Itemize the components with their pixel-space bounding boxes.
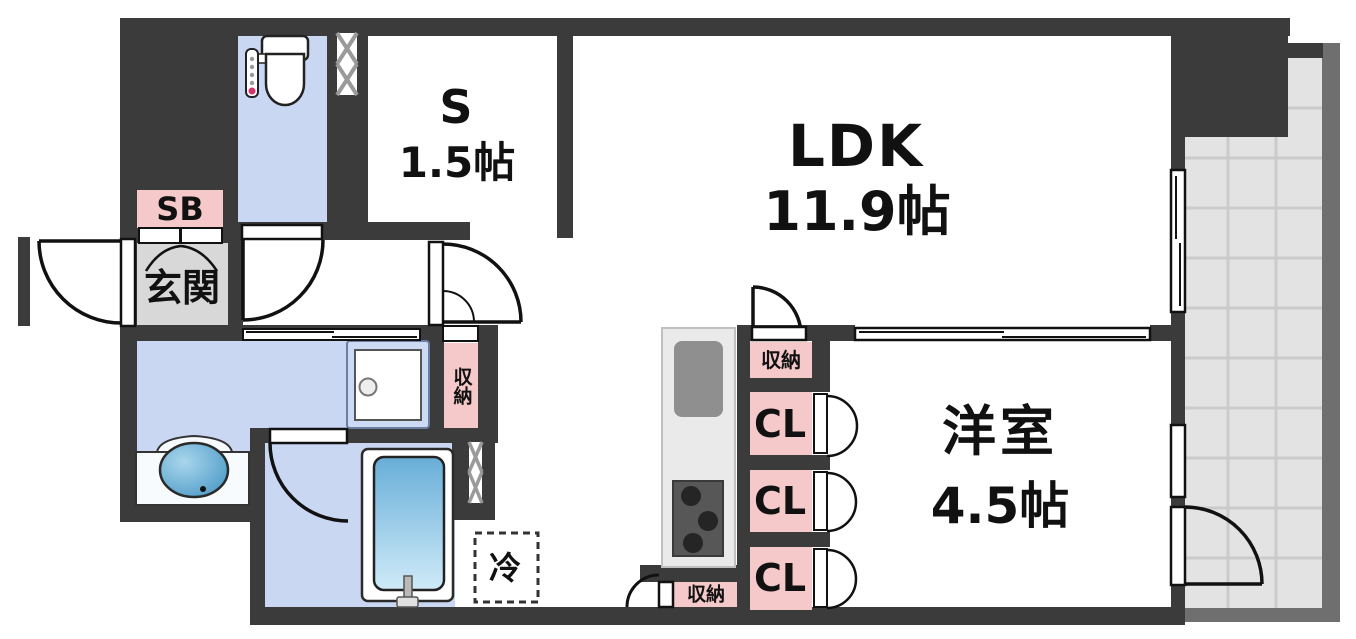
ldk-label: LDK [787, 112, 925, 180]
doors [37, 223, 1264, 610]
closet-3 [750, 547, 812, 610]
closet-1 [750, 392, 812, 455]
sink-basin-icon [135, 434, 250, 506]
storage-kitchen [673, 582, 737, 607]
shoe-box [137, 190, 223, 228]
balcony-door [1169, 505, 1264, 587]
storage-ldk-label: 収納 [761, 348, 801, 372]
washroom-sliding-door [242, 328, 421, 341]
closet-2-folding-doors [813, 471, 858, 533]
western-room-window [1169, 423, 1187, 499]
stove-icon [672, 480, 724, 557]
hall-storage-door [442, 325, 479, 342]
kitchen-counter-icon [661, 327, 736, 568]
storage-hall-label: 収納 [450, 367, 473, 405]
ldk-western-room-sliding-window [853, 326, 1152, 342]
kitchen-storage-door [625, 573, 675, 609]
balcony-railing [1185, 43, 1340, 622]
windows [242, 168, 1187, 499]
storage-ldk [750, 342, 812, 378]
shoe-box-label: SB [156, 190, 204, 228]
storage-kitchen-label: 収納 [686, 583, 726, 606]
storage-boxes [137, 190, 812, 610]
balcony [1185, 43, 1340, 622]
closet-2 [750, 470, 812, 532]
service-room-size: 1.5帖 [398, 138, 516, 187]
ldk-size: 11.9帖 [763, 180, 951, 243]
closet-1-label: CL [753, 402, 807, 446]
entrance-floor [137, 243, 228, 325]
bathtub-icon [360, 447, 455, 608]
hall-ldk-door [427, 240, 523, 342]
refrigerator-label: 冷 [488, 549, 522, 587]
entrance-label: 玄関 [143, 266, 221, 310]
toilet-door [240, 223, 325, 322]
closet-3-folding-doors [813, 548, 858, 610]
western-room-size: 4.5帖 [930, 477, 1070, 535]
storage-hall [444, 343, 478, 428]
ldk-storage-door [750, 285, 808, 342]
western-room-label: 洋室 [942, 400, 1058, 463]
closet-3-label: CL [753, 556, 807, 600]
washing-machine-pan-icon [346, 340, 430, 429]
closet-1-folding-doors [813, 393, 859, 458]
service-room-label: S [439, 80, 473, 134]
pipe-space-hatch [335, 31, 484, 504]
entrance-door [37, 237, 137, 328]
shoe-box-doors [138, 227, 223, 272]
balcony-tile-grid [1185, 58, 1322, 608]
ldk-balcony-window [1169, 168, 1187, 314]
closet-2-label: CL [753, 479, 807, 523]
toilet-icon [245, 34, 310, 107]
refrigerator-space-box [473, 531, 540, 604]
bathroom-door [268, 427, 349, 523]
kitchen-sink-icon [674, 341, 723, 417]
